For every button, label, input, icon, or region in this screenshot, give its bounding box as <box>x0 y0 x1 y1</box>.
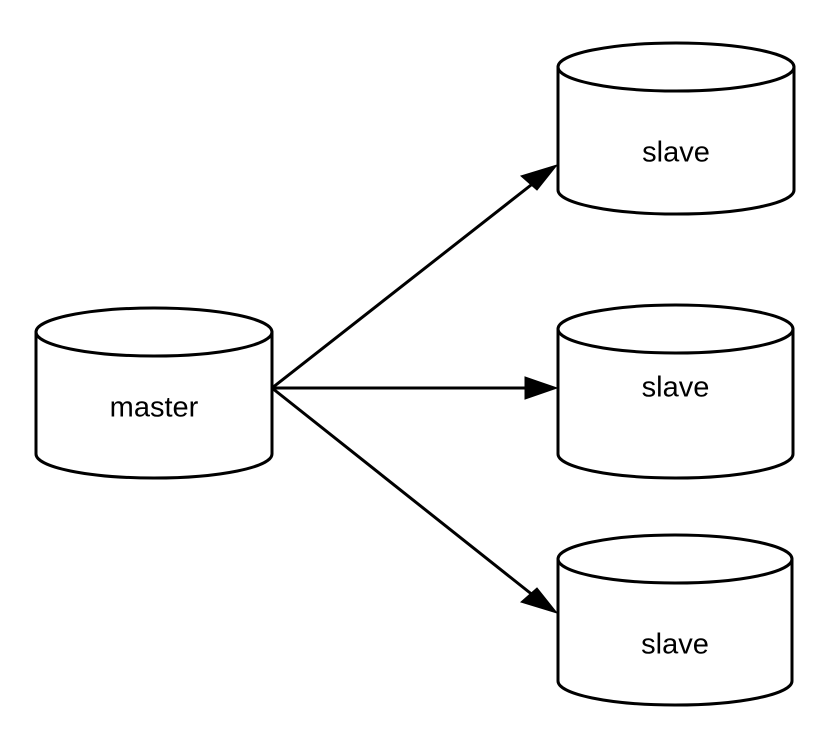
arrowhead-icon-slave-2 <box>524 376 559 400</box>
edge-line-master-to-slave-3 <box>271 386 540 602</box>
node-slave-3[interactable]: slave <box>556 533 794 707</box>
node-slave-2[interactable]: slave <box>556 303 795 480</box>
node-slave-1[interactable]: slave <box>556 41 796 216</box>
node-slave-2-body <box>556 327 795 480</box>
node-slave-1-body <box>556 65 796 216</box>
node-master-body <box>34 330 274 480</box>
edge-master-to-slave-2[interactable] <box>272 376 559 400</box>
arrowhead-icon-slave-3 <box>519 587 559 614</box>
edge-master-to-slave-1[interactable] <box>271 164 559 390</box>
node-slave-2-label: slave <box>642 372 710 404</box>
node-slave-3-body <box>556 557 794 707</box>
edge-line-master-to-slave-1 <box>271 176 541 390</box>
node-slave-1-top-ellipse <box>556 41 796 93</box>
node-master-label: master <box>110 392 199 424</box>
node-slave-3-label: slave <box>641 629 709 661</box>
node-slave-3-top-ellipse <box>556 533 794 585</box>
node-slave-1-label: slave <box>642 137 710 169</box>
edge-master-to-slave-3[interactable] <box>271 386 559 614</box>
arrowhead-icon-slave-1 <box>519 164 559 191</box>
node-master-top-ellipse <box>34 306 274 358</box>
node-slave-2-top-ellipse <box>556 303 795 355</box>
node-master[interactable]: master <box>34 306 274 480</box>
